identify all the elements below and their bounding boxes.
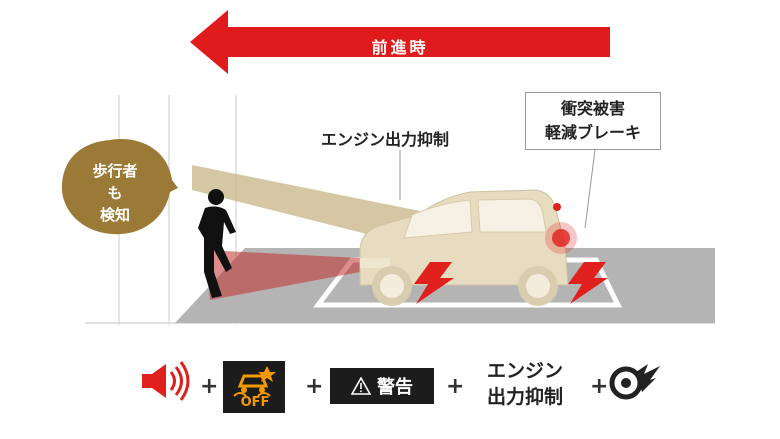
callout-line: 衝突被害: [560, 99, 625, 118]
plus-sign: +: [590, 374, 609, 399]
plus-sign: +: [446, 374, 465, 399]
warning-display: 警告: [330, 368, 434, 404]
speaker-icon: [142, 361, 190, 401]
warning-triangle-icon: [351, 377, 371, 395]
badge-line: 検知: [99, 206, 130, 224]
sonar-beam: [205, 250, 360, 300]
collision-brake-callout: 衝突被害 軽減ブレーキ: [525, 92, 661, 150]
plus-sign: +: [305, 374, 324, 399]
badge-line: 歩行者: [92, 162, 138, 180]
pedestrian-silhouette: [198, 189, 236, 298]
off-label: OFF: [240, 395, 270, 410]
warning-label: 警告: [377, 377, 413, 398]
engine-output-callout: エンジン出力抑制: [320, 130, 449, 149]
badge-text: 歩行者 も 検知: [63, 160, 167, 226]
lightning-bolt: [568, 262, 608, 304]
badge-line: も: [107, 184, 123, 202]
plus-sign: +: [200, 374, 219, 399]
engine-control-legend: エンジン 出力抑制: [470, 358, 580, 410]
legend-line: エンジン: [486, 360, 563, 382]
leader-line: [584, 149, 596, 229]
legend-line: 出力抑制: [486, 386, 563, 408]
brake-disc-icon: [609, 364, 660, 400]
lightning-bolt: [414, 262, 454, 304]
direction-label: 前進時: [371, 38, 429, 57]
pedestrian-badge: [61, 139, 178, 235]
forward-arrow: [190, 10, 610, 74]
callout-line: 軽減ブレーキ: [544, 123, 641, 142]
wall-line: [235, 95, 237, 325]
camera-beam: [192, 165, 425, 245]
slip-indicator-icon: [223, 361, 285, 413]
wall-line: [168, 95, 170, 325]
car: [359, 189, 577, 306]
